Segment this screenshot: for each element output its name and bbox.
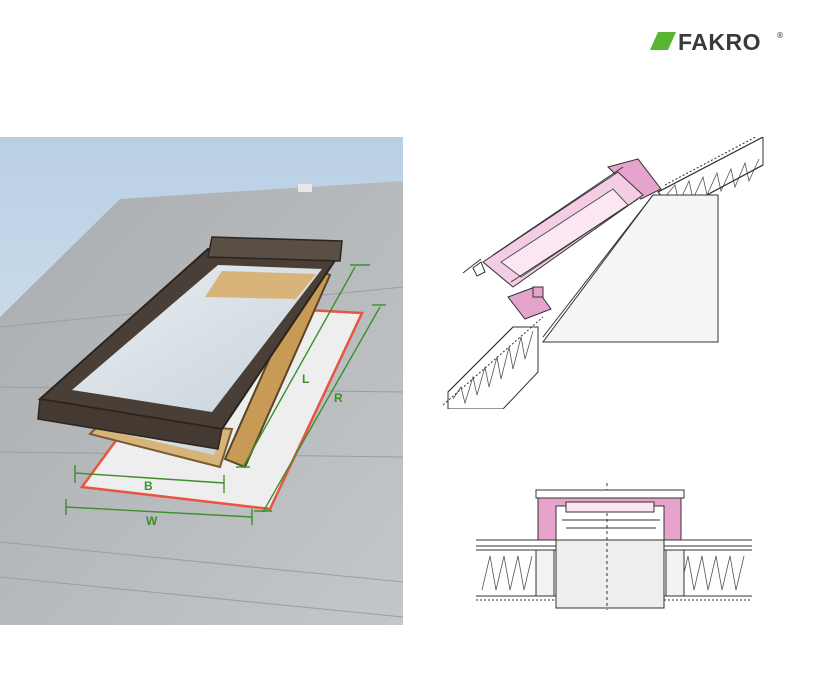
insulation-left-icon — [481, 555, 533, 591]
section-side-view — [443, 137, 764, 409]
section-front-view — [476, 483, 752, 610]
dimension-label-w: W — [146, 514, 158, 528]
frame-fixing — [532, 286, 544, 298]
insulation-right-icon — [679, 555, 745, 591]
sash-handle-detail — [472, 261, 486, 277]
window-frame-front-section — [537, 497, 682, 541]
logo-parallelogram-icon — [650, 32, 676, 50]
dimension-label-r: R — [334, 391, 343, 405]
window-glass-front — [565, 501, 655, 513]
logo-wordmark: FAKRO — [678, 29, 761, 55]
dimension-label-b: B — [144, 479, 153, 493]
roof-lower-layer — [447, 326, 539, 409]
dimension-label-l: L — [302, 372, 309, 386]
window-lower-frame-section — [507, 286, 552, 320]
flashing-cap — [535, 489, 685, 499]
fakro-logo: FAKRO ® — [650, 28, 784, 56]
dimension-lines — [65, 264, 386, 525]
rafter-right — [665, 549, 685, 597]
window-sash-glass — [72, 265, 322, 412]
window-top-cover — [207, 236, 343, 262]
window-bottom-rail — [37, 398, 223, 450]
shaft-interior — [555, 539, 665, 609]
window-sash-inner-wood — [205, 271, 316, 299]
chimney-cap — [298, 184, 312, 192]
insulation-lower-icon — [452, 330, 534, 405]
rafter-left — [535, 549, 555, 597]
registered-mark: ® — [776, 31, 784, 40]
roof-window-photo: B W L R — [0, 137, 403, 625]
